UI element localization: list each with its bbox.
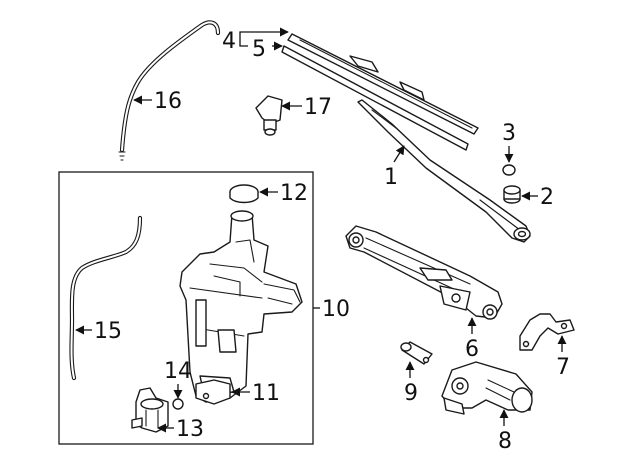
motor-grommet	[400, 341, 433, 365]
callout-8: 8	[498, 429, 512, 454]
callout-13: 13	[176, 417, 204, 442]
washer-hose-reservoir	[69, 215, 143, 381]
callout-14: 14	[164, 359, 192, 384]
washer-reservoir	[179, 210, 303, 403]
callout-12: 12	[280, 181, 308, 206]
callout-9: 9	[404, 381, 418, 406]
pivot-nut	[503, 185, 521, 204]
callout-15: 15	[94, 319, 122, 344]
motor-bracket	[519, 313, 575, 351]
callout-11: 11	[252, 381, 280, 406]
callout-7: 7	[556, 355, 570, 380]
wiper-motor	[441, 361, 533, 415]
callout-17: 17	[304, 95, 332, 120]
washer-pump	[131, 387, 169, 433]
callout-4: 4	[222, 29, 236, 54]
pivot-cap	[502, 164, 516, 176]
washer-nozzle	[255, 95, 283, 136]
pump-seal	[172, 398, 184, 410]
wiper-arm	[357, 99, 531, 243]
leader-lines	[75, 27, 567, 433]
reservoir-bracket	[195, 379, 231, 405]
wiper-linkage	[345, 225, 503, 320]
callout-5: 5	[252, 37, 266, 62]
callout-1: 1	[384, 165, 398, 190]
reservoir-cap	[229, 184, 259, 204]
callout-10: 10	[322, 297, 350, 322]
washer-hose-long	[118, 20, 221, 161]
callout-6: 6	[465, 337, 479, 362]
callout-16: 16	[154, 89, 182, 114]
wiper-blade	[287, 33, 479, 135]
callout-2: 2	[540, 185, 554, 210]
callout-3: 3	[502, 121, 516, 146]
callout-labels: 4 5 16 17 3 1 2 12 10 15 6 7 14 11 9 13 …	[94, 29, 570, 454]
